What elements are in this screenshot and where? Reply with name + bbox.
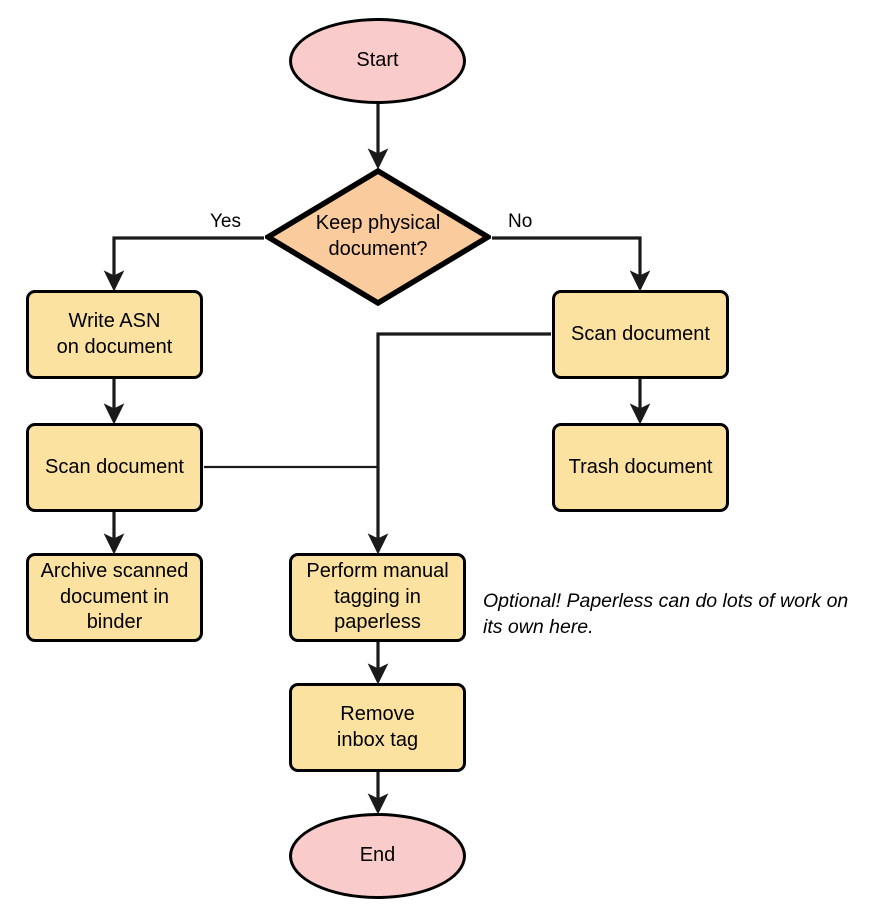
edge-scan-right-to-manual-tagging <box>367 332 551 555</box>
node-write-asn[interactable]: Write ASN on document <box>26 290 203 379</box>
node-scan-document-right[interactable]: Scan document <box>552 290 729 379</box>
node-scan-document-left-label: Scan document <box>45 455 184 478</box>
node-end-label: End <box>359 844 396 867</box>
node-remove-inbox-tag[interactable]: Remove inbox tag <box>289 683 466 772</box>
node-scan-document-right-label: Scan document <box>571 322 710 345</box>
node-archive-binder-label: Archive scanned document in binder <box>40 560 189 634</box>
node-keep-physical-document[interactable]: Keep physical document? <box>265 168 491 306</box>
node-write-asn-label: Write ASN on document <box>56 309 173 358</box>
node-trash-document-label: Trash document <box>568 455 713 478</box>
node-manual-tagging-label: Perform manual tagging in paperless <box>306 560 449 634</box>
node-end[interactable]: End <box>289 813 466 899</box>
node-archive-binder[interactable]: Archive scanned document in binder <box>26 553 203 642</box>
node-remove-inbox-tag-label: Remove inbox tag <box>336 702 419 751</box>
node-start-label: Start <box>356 49 399 72</box>
edge-label-yes: Yes <box>210 211 241 232</box>
node-trash-document[interactable]: Trash document <box>552 423 729 512</box>
edge-label-no: No <box>508 211 533 232</box>
edge-decision-yes-to-write-asn <box>103 236 264 292</box>
node-scan-document-left[interactable]: Scan document <box>26 423 203 512</box>
optional-note: Optional! Paperless can do lots of work … <box>483 590 849 639</box>
node-start[interactable]: Start <box>289 18 466 104</box>
edge-decision-no-to-scan-right <box>492 236 651 292</box>
node-manual-tagging[interactable]: Perform manual tagging in paperless <box>289 553 466 642</box>
diamond-shape <box>265 168 491 306</box>
